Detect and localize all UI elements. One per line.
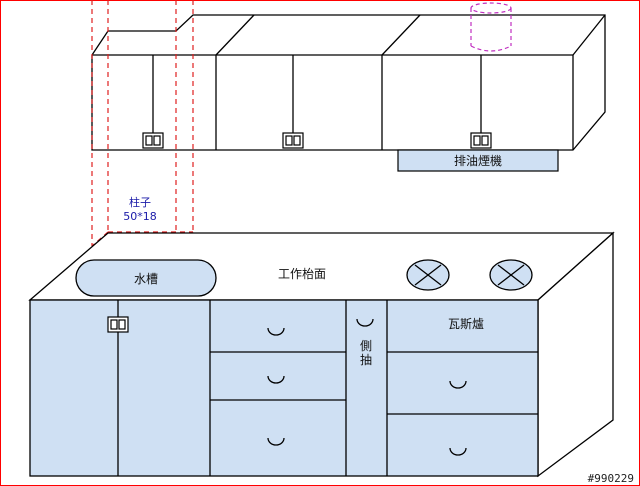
drawer-pull-3 (267, 437, 285, 446)
side-drawer-label-2: 抽 (360, 353, 372, 367)
upper-handle-1 (142, 132, 164, 149)
upper-cabinets (91, 14, 606, 151)
pillar-size: 50*18 (123, 210, 157, 223)
burner-left (406, 259, 450, 291)
upper-handle-2 (282, 132, 304, 149)
upper-handle-3 (470, 132, 492, 149)
burner-right (489, 259, 533, 291)
countertop-label: 工作枱面 (278, 266, 326, 281)
drawer-pulls (267, 318, 467, 456)
watermark: #990229 (588, 472, 634, 485)
range-hood-duct (470, 2, 512, 52)
side-drawer-pull (356, 318, 374, 327)
sink (75, 259, 217, 297)
upper-handles (142, 132, 492, 149)
sink-label: 水槽 (134, 272, 158, 286)
side-drawer-label-1: 側 (360, 339, 372, 353)
range-hood-label: 排油煙機 (454, 153, 502, 168)
drawer-pull-2 (267, 375, 285, 384)
upper-top-divider-2 (381, 14, 421, 56)
drawer-pull-5 (449, 447, 467, 456)
drawer-pull-4 (449, 380, 467, 389)
pillar-title: 柱子 (129, 195, 151, 209)
gas-stove-label: 瓦斯爐 (448, 316, 484, 331)
upper-right-top-edge (572, 14, 606, 56)
drawer-pull-1 (267, 327, 285, 336)
range-hood (397, 149, 559, 172)
sink-door-handle (107, 316, 129, 333)
upper-top-divider-1 (215, 14, 255, 56)
upper-cabinet-outline (91, 14, 606, 151)
